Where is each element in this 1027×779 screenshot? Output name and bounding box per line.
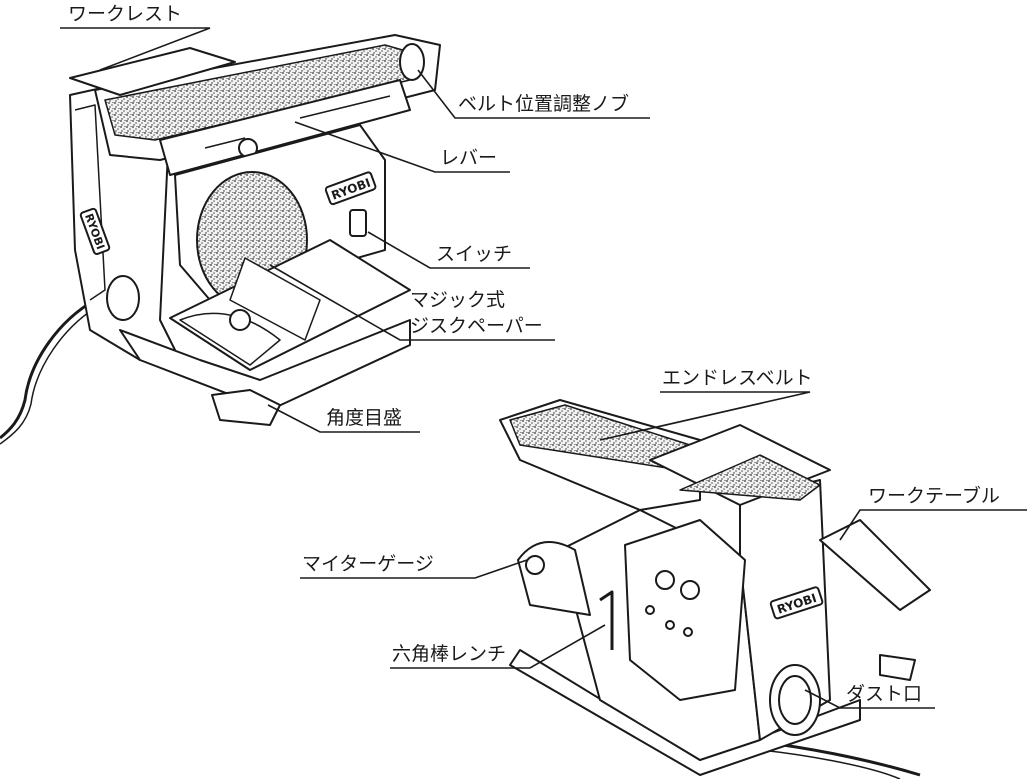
work-rest <box>69 47 236 96</box>
side-cover <box>624 519 746 701</box>
switch <box>349 209 367 237</box>
base <box>119 319 411 411</box>
machine-front-view: RYOBI RYOBI <box>0 34 441 445</box>
leader-lines <box>60 27 1027 709</box>
work-table-2 <box>819 519 931 611</box>
label-angle-scale: 角度目盛 <box>326 407 403 429</box>
label-hex-wrench: 六角棒レンチ <box>392 643 507 665</box>
belt-knob <box>399 43 425 81</box>
label-work-rest: ワークレスト <box>68 3 183 25</box>
angle-knob <box>211 389 281 426</box>
machine-rear-view: RYOBI <box>499 399 931 779</box>
label-endless-belt: エンドレスベルト <box>662 367 813 389</box>
label-miter-gauge: マイターゲージ <box>302 553 434 575</box>
label-dust-port: ダスト口 <box>846 683 923 705</box>
label-work-table: ワークテーブル <box>868 485 1000 507</box>
label-lever: レバー <box>440 147 498 169</box>
label-disc-paper-line2: ジスクペーパー <box>410 315 543 337</box>
hex-wrench <box>599 590 614 650</box>
lever-plate <box>159 79 411 176</box>
power-cord <box>0 298 96 440</box>
label-switch: スイッチ <box>436 243 513 265</box>
label-disc-paper-line1: マジック式 <box>410 289 506 311</box>
label-belt-knob: ベルト位置調整ノブ <box>458 93 630 115</box>
